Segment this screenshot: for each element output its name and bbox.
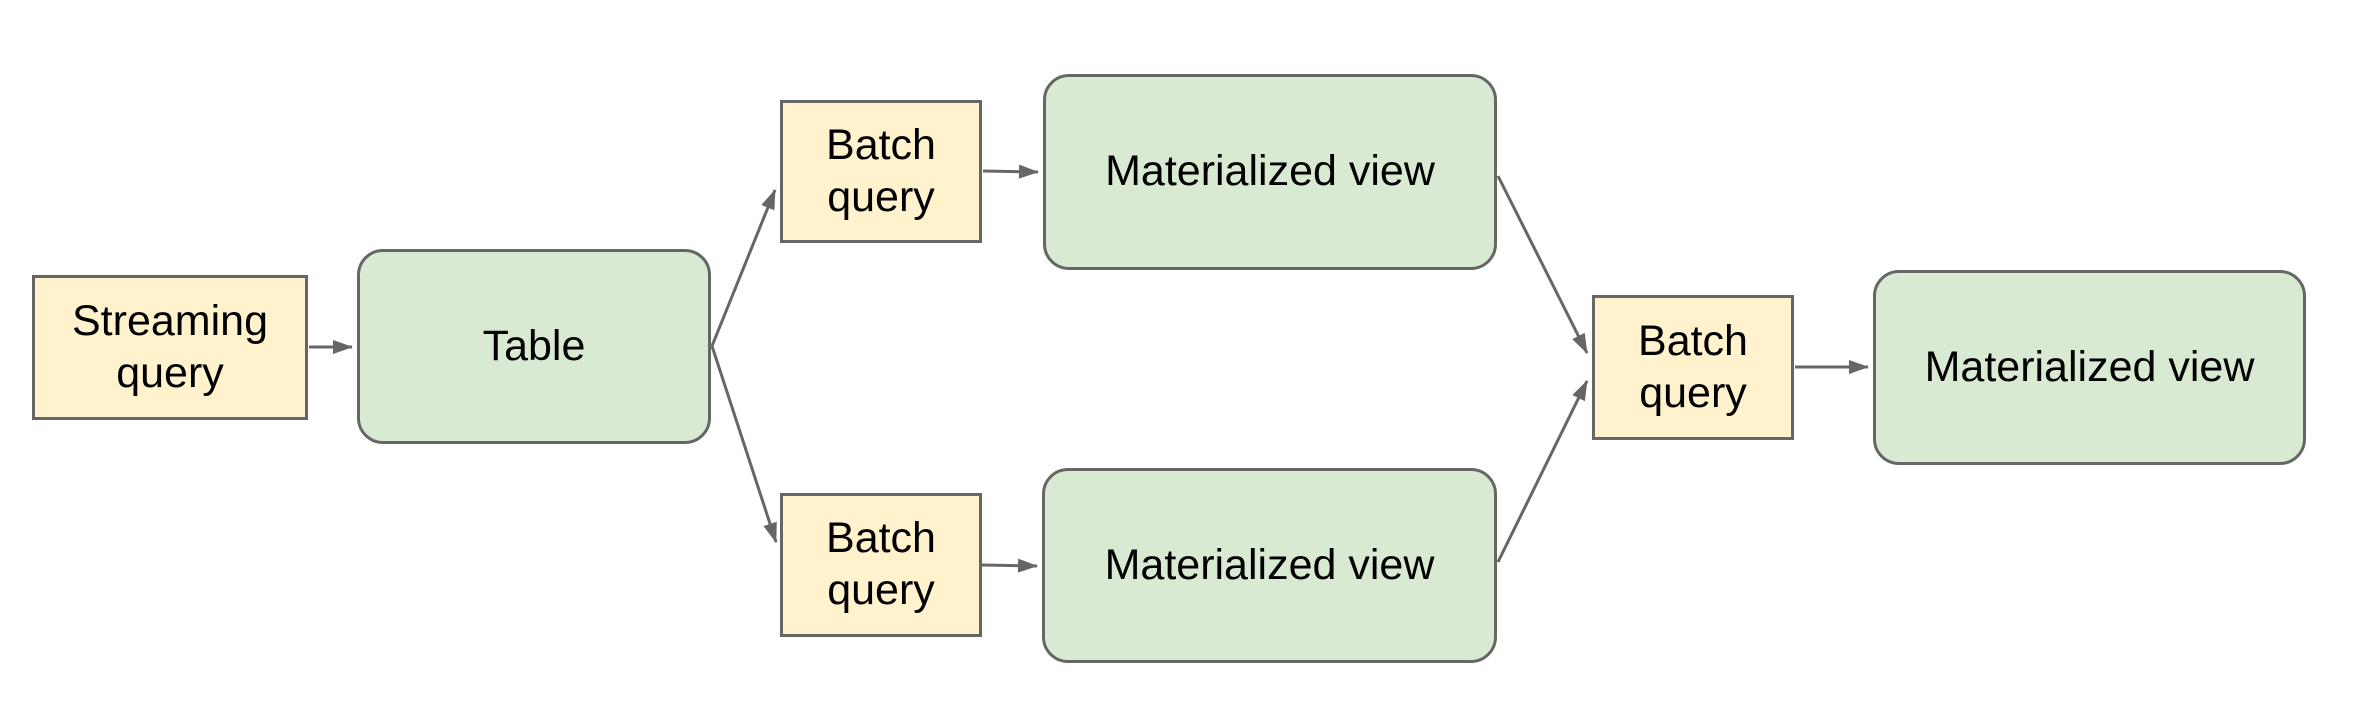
node-table: Table bbox=[357, 249, 711, 444]
node-materialized-view-bottom: Materialized view bbox=[1042, 468, 1497, 663]
node-batch-query-top: Batch query bbox=[780, 100, 982, 243]
node-streaming-query-label: Streaming query bbox=[72, 296, 268, 397]
node-batch-query-final: Batch query bbox=[1592, 295, 1794, 440]
node-materialized-view-final: Materialized view bbox=[1873, 270, 2306, 465]
edge-batch-query-bottom-to-materialized-view-bottom bbox=[981, 558, 1038, 573]
edge-materialized-view-top-to-batch-query-final bbox=[1496, 175, 1589, 354]
node-batch-query-final-label: Batch query bbox=[1638, 316, 1748, 417]
node-batch-query-bottom: Batch query bbox=[780, 493, 982, 637]
edge-table-to-batch-query-top bbox=[710, 189, 777, 347]
node-batch-query-bottom-label: Batch query bbox=[826, 514, 936, 614]
edge-table-to-batch-query-bottom bbox=[710, 345, 778, 543]
node-materialized-view-top-label: Materialized view bbox=[1105, 147, 1435, 196]
node-materialized-view-final-label: Materialized view bbox=[1924, 342, 2255, 391]
edge-batch-query-top-to-materialized-view-top bbox=[982, 164, 1039, 179]
node-batch-query-top-label: Batch query bbox=[826, 120, 936, 221]
node-streaming-query: Streaming query bbox=[32, 275, 308, 420]
edge-materialized-view-bottom-to-batch-query-final bbox=[1496, 380, 1589, 563]
node-table-label: Table bbox=[482, 321, 586, 370]
node-materialized-view-top: Materialized view bbox=[1043, 74, 1497, 270]
node-materialized-view-bottom-label: Materialized view bbox=[1104, 540, 1435, 589]
